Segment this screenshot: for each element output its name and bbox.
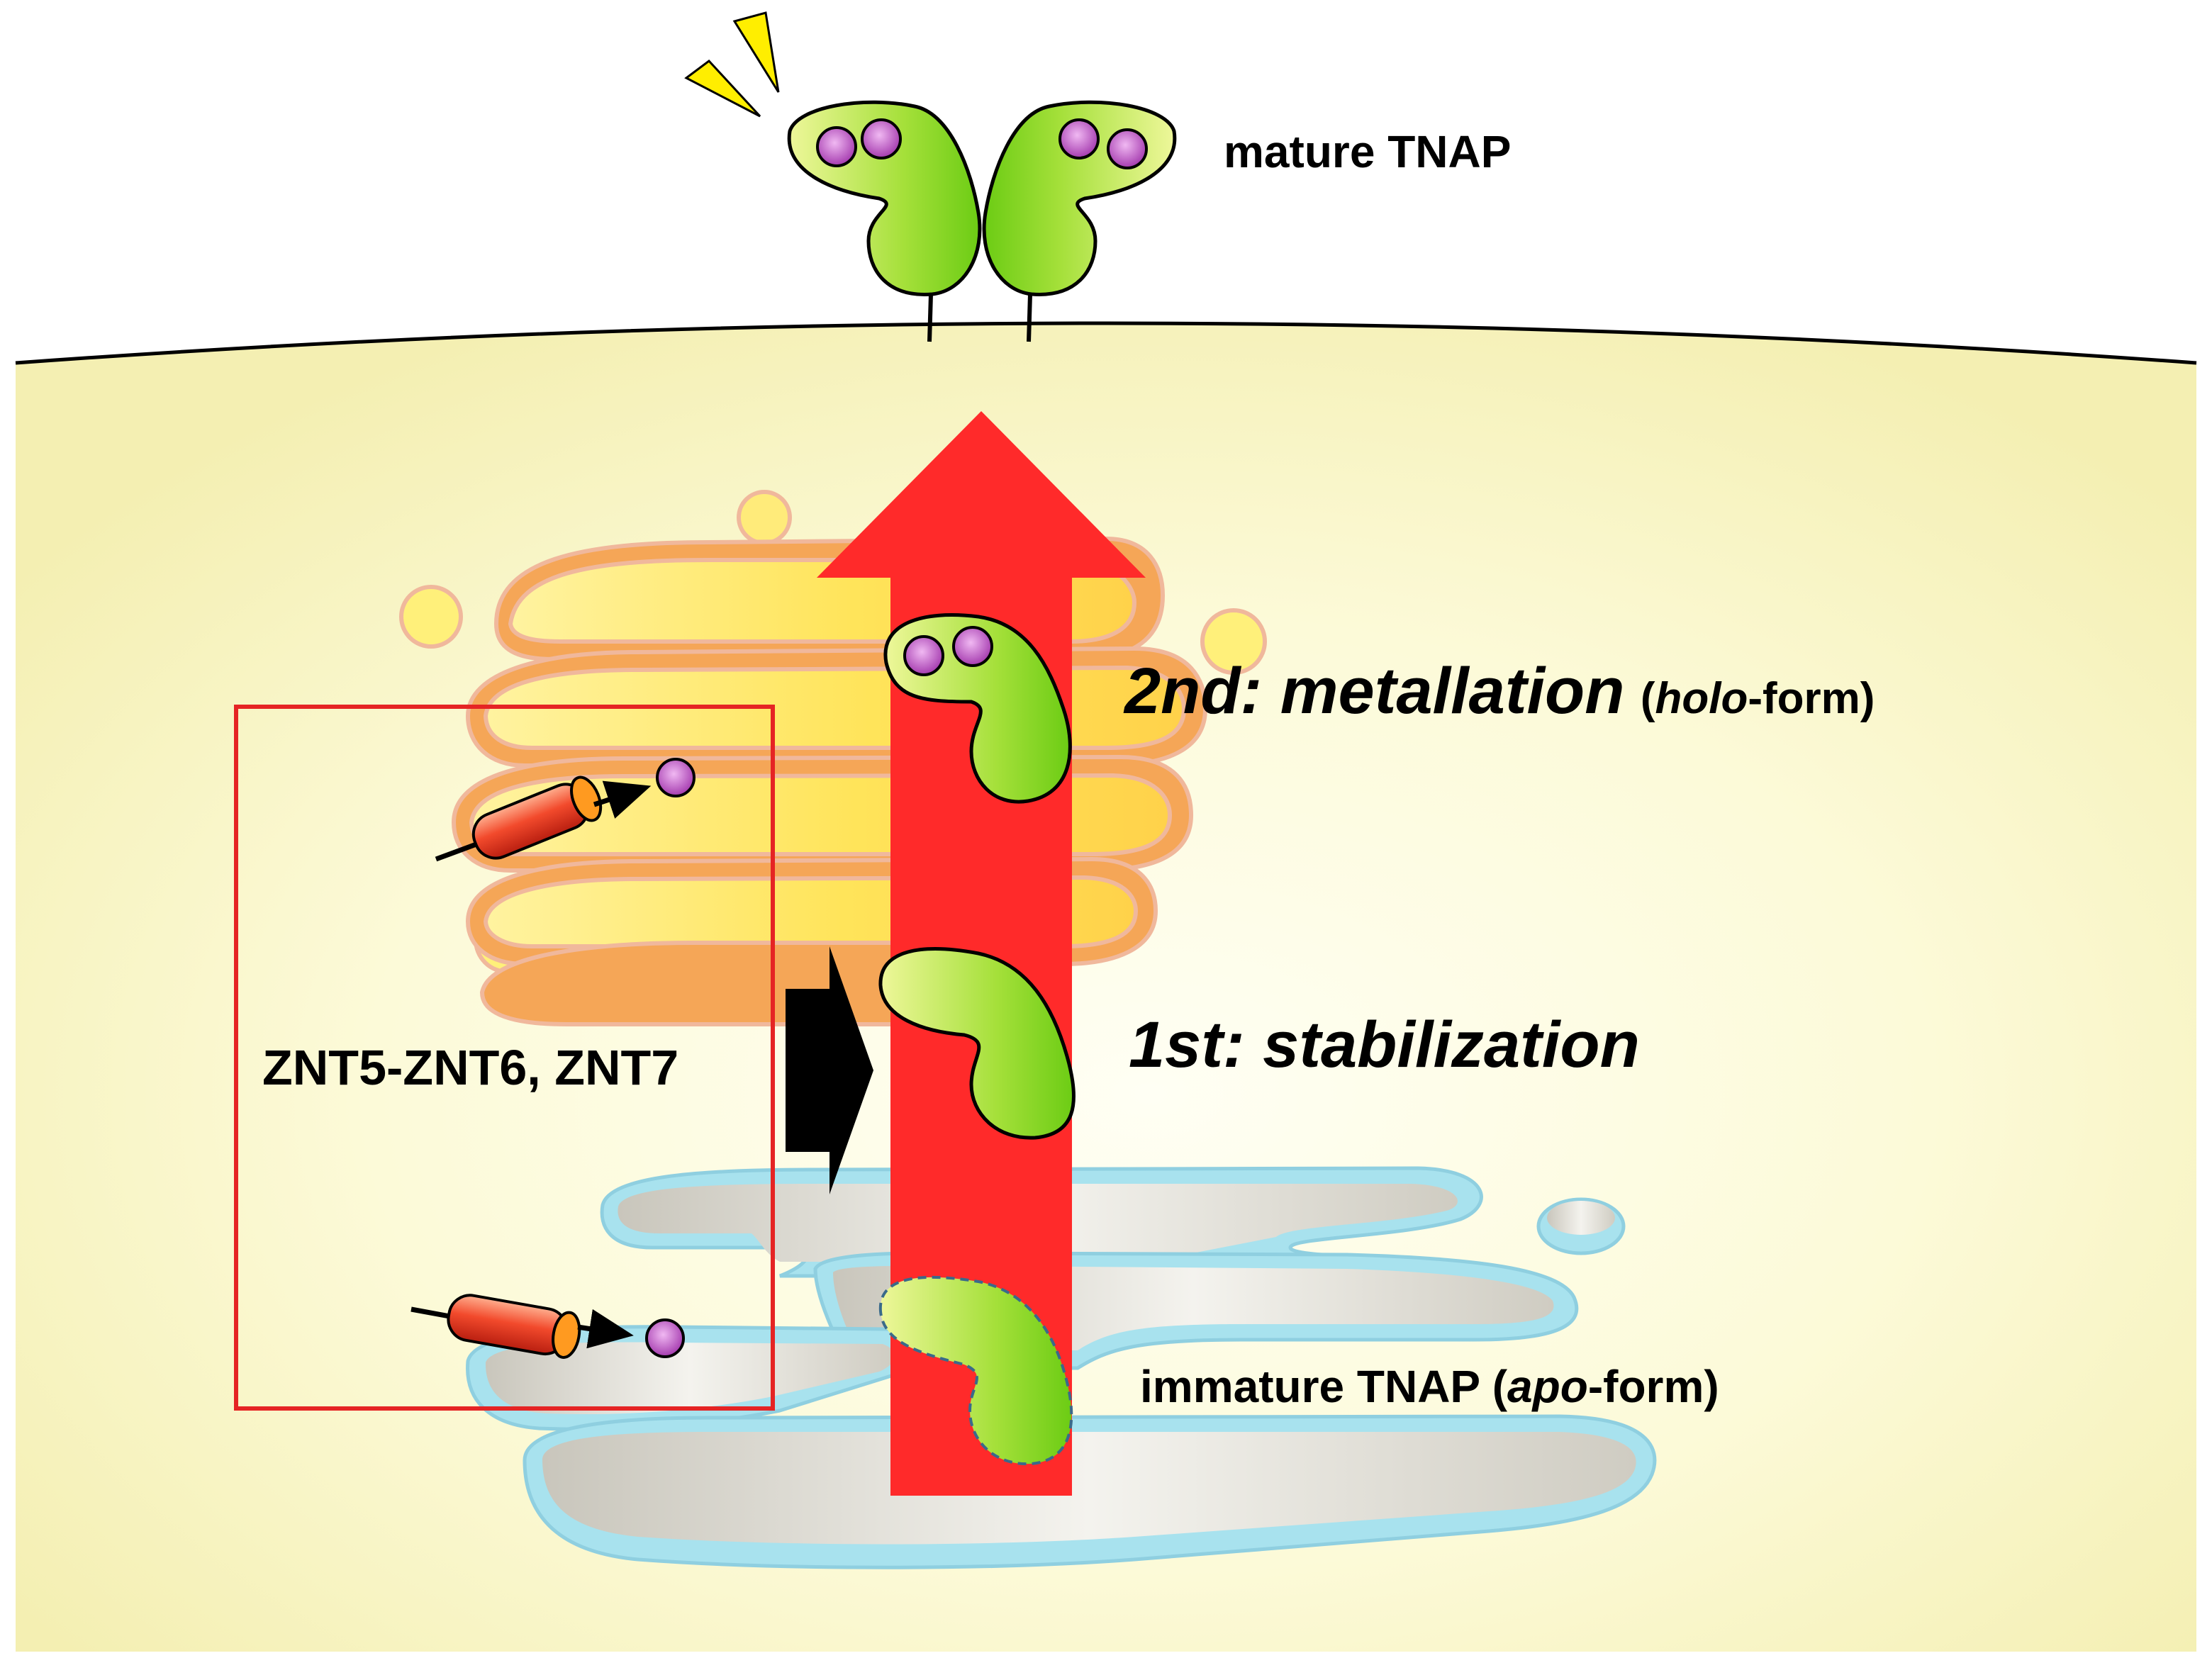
zinc-ion: [1058, 118, 1100, 159]
endoplasmic-reticulum: [466, 1166, 1657, 1569]
transporter-label: ZNT5-ZNT6, ZNT7: [262, 1040, 678, 1095]
znt-transporter-upper: [435, 758, 696, 862]
zinc-ion: [952, 626, 993, 667]
zinc-ion: [645, 1318, 685, 1358]
tnap-holo-form: [883, 613, 1072, 804]
plasma-membrane: [15, 321, 2197, 365]
zinc-ion: [1107, 128, 1148, 169]
activity-spark-icon: [732, 11, 780, 93]
mature-tnap-label: mature TNAP: [1224, 126, 1511, 177]
zinc-ion: [816, 126, 857, 167]
tnap-stabilized: [878, 947, 1076, 1140]
tnap-mature-dimer: [684, 11, 1177, 342]
stabilization-label: 1st: stabilization: [1129, 1009, 1640, 1081]
stabilization-arrow: [786, 946, 873, 1194]
zinc-ion: [656, 758, 696, 797]
activity-spark-icon: [684, 59, 761, 118]
zinc-ion: [903, 635, 944, 676]
znt-transporter-lower: [410, 1294, 685, 1359]
immature-tnap-label: immature TNAP (apo-form): [1140, 1361, 1719, 1412]
tnap-apo-form: [878, 1275, 1073, 1466]
metallation-label: 2nd: metallation (holo-form): [1123, 655, 1875, 727]
zinc-ion: [861, 118, 902, 159]
transporter-highlight-box: [234, 705, 775, 1411]
